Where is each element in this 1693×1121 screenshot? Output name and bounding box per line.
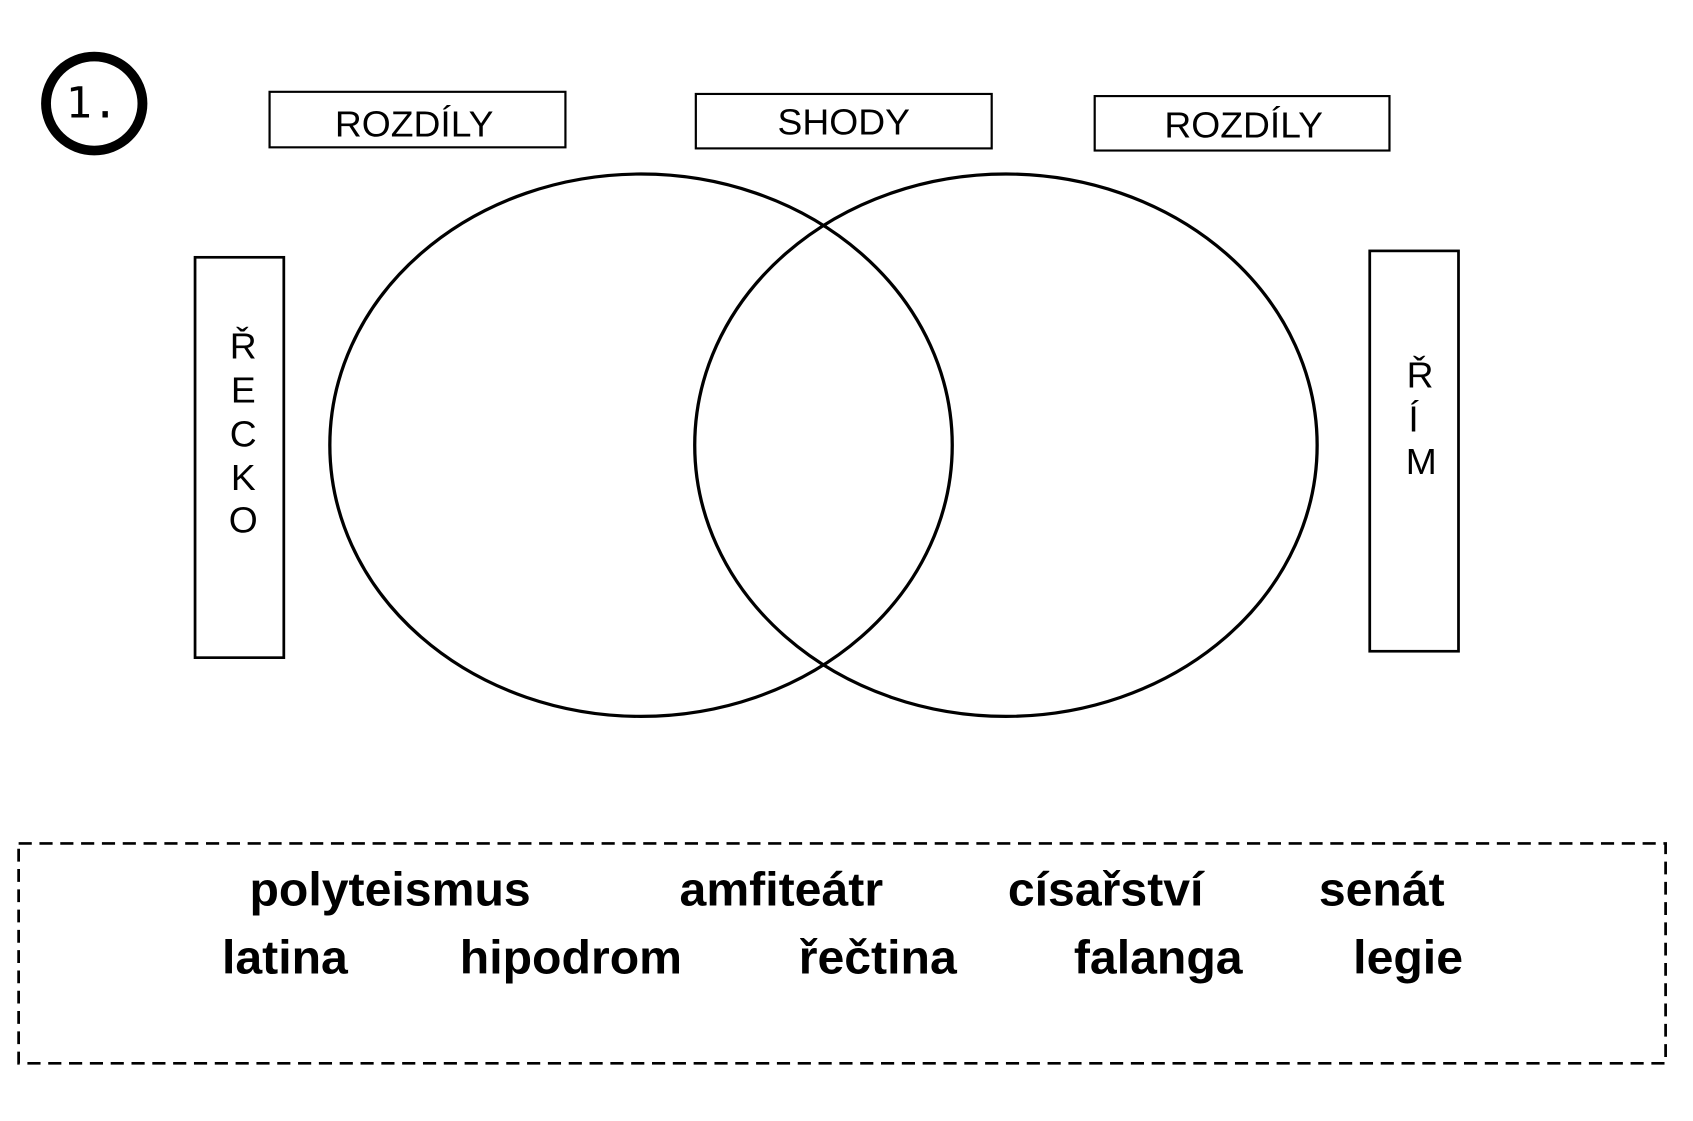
side-letter: Í [1408,399,1419,439]
header-left-label: ROZDÍLY [335,104,494,144]
word-item: falanga [1074,932,1243,984]
task-number-badge: 1. [41,51,148,156]
venn-left-ellipse [328,172,954,718]
header-center-box: SHODY [694,92,993,150]
side-letter: O [229,500,258,540]
side-letter: M [1406,441,1437,481]
side-letter: Ř [1407,355,1434,395]
word-bank: polyteismus amfiteátr císařství senát la… [17,842,1667,1065]
word-item: amfiteátr [680,864,884,916]
side-letter: K [231,457,256,497]
word-item: císařství [1008,864,1205,916]
header-center-label: SHODY [778,102,910,142]
side-label-left-box: Ř E C K O [193,255,286,659]
header-right-box: ROZDÍLY [1093,95,1391,152]
venn-right-ellipse [693,172,1319,718]
task-number: 1. [66,79,119,128]
word-item: řečtina [799,932,958,984]
word-item: polyteismus [249,864,530,916]
header-left-box: ROZDÍLY [268,90,567,149]
word-item: senát [1319,864,1445,916]
word-item: legie [1353,932,1463,984]
side-letter: C [230,414,257,454]
side-label-right-box: Ř Í M [1368,249,1460,653]
header-right-label: ROZDÍLY [1164,105,1323,145]
word-item: hipodrom [460,932,682,984]
side-letter: Ř [230,326,257,366]
word-item: latina [222,932,348,984]
side-letter: E [231,370,256,410]
